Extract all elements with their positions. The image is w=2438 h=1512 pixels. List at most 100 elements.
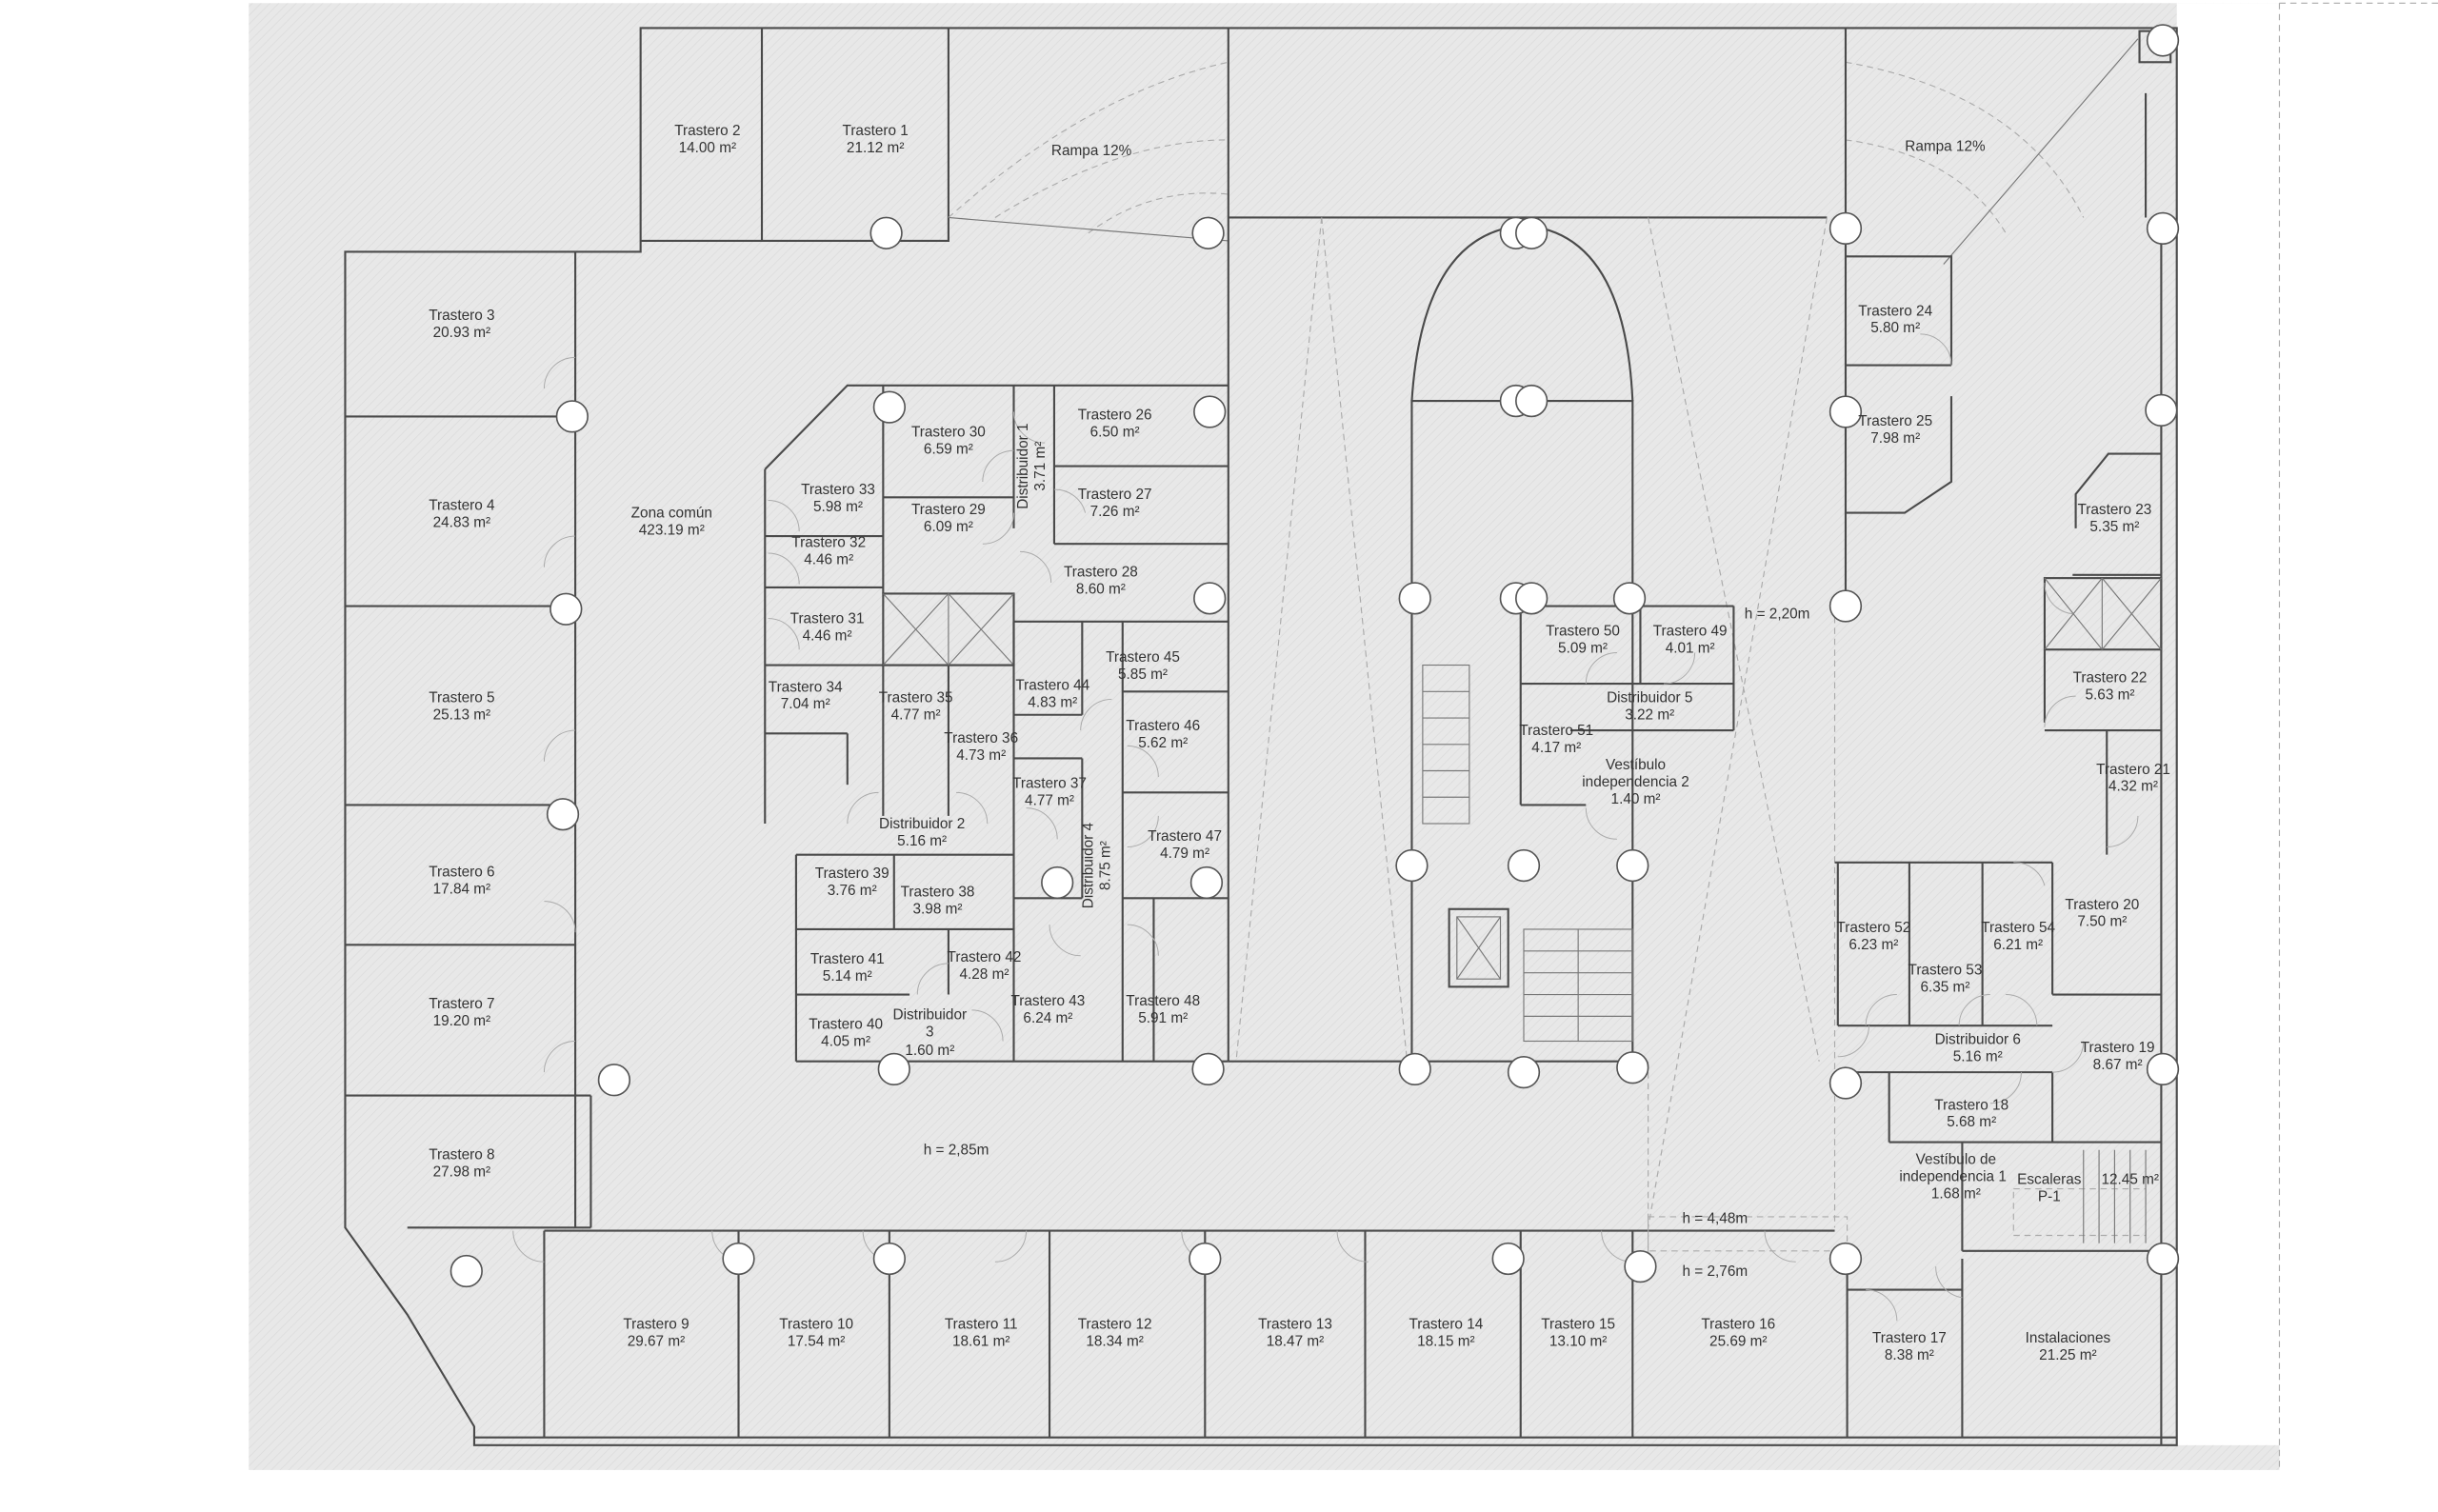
room-name: Trastero 34 <box>769 679 843 695</box>
room-area: 4.73 m² <box>956 747 1006 764</box>
room-label-trastero-50: Trastero 505.09 m² <box>1546 624 1620 657</box>
room-area: 6.50 m² <box>1090 425 1140 441</box>
room-label-trastero-33: Trastero 335.98 m² <box>801 482 875 515</box>
room-name: Trastero 53 <box>1908 962 1983 978</box>
column-icon <box>877 1052 910 1085</box>
room-area: 7.04 m² <box>781 696 830 712</box>
room-name: Trastero 8 <box>429 1147 494 1164</box>
room-area: 1.60 m² <box>905 1043 954 1059</box>
room-name: Trastero 9 <box>623 1316 689 1332</box>
elevator-shaft-right <box>2043 577 2163 651</box>
room-name: Trastero 22 <box>2073 669 2148 686</box>
column-icon <box>2146 1242 2180 1276</box>
room-area: 1.68 m² <box>1931 1185 1981 1202</box>
room-area: 18.34 m² <box>1086 1333 1144 1349</box>
room-label-trastero-17: Trastero 178.38 m² <box>1872 1330 1947 1363</box>
room-area: 4.77 m² <box>891 707 941 724</box>
room-area: 4.28 m² <box>959 966 1009 983</box>
room-label-trastero-5: Trastero 525.13 m² <box>429 690 494 724</box>
room-name: Distribuidor 4 <box>1081 822 1097 908</box>
room-area: 13.10 m² <box>1549 1333 1608 1349</box>
height-upper-label: h = 4,48m <box>1683 1210 1749 1226</box>
room-label-trastero-47: Trastero 474.79 m² <box>1148 828 1222 862</box>
room-name: Trastero 17 <box>1872 1330 1947 1346</box>
height-lower-label: h = 2,76m <box>1683 1263 1749 1280</box>
room-name: Trastero 52 <box>1836 920 1910 936</box>
room-label-trastero-41: Trastero 415.14 m² <box>810 951 885 985</box>
room-area: 4.46 m² <box>804 551 853 567</box>
room-label-trastero-1: Trastero 121.12 m² <box>843 123 909 156</box>
column-icon <box>1189 865 1224 900</box>
room-name: Trastero 54 <box>1981 920 2055 936</box>
room-label-trastero-35: Trastero 354.77 m² <box>879 690 953 724</box>
stair-core <box>1523 928 1633 1043</box>
room-label-trastero-27: Trastero 277.26 m² <box>1078 487 1152 520</box>
room-area: 6.23 m² <box>1848 937 1898 953</box>
room-label-trastero-19: Trastero 198.67 m² <box>2081 1040 2155 1073</box>
room-area: 6.59 m² <box>924 442 973 458</box>
room-area: 25.69 m² <box>1709 1333 1768 1349</box>
height-right-label: h = 2,20m <box>1745 607 1810 623</box>
room-name: Trastero 21 <box>2096 762 2170 778</box>
room-area: 7.26 m² <box>1090 504 1140 520</box>
column-icon <box>872 1242 907 1276</box>
room-name: Trastero 47 <box>1148 828 1222 845</box>
room-area: 6.21 m² <box>1993 937 2043 953</box>
ramp-right-label: Rampa 12% <box>1905 138 1986 154</box>
room-name: Trastero 30 <box>911 425 986 441</box>
room-area: 5.91 m² <box>1138 1010 1188 1026</box>
room-name: Trastero 1 <box>843 123 909 139</box>
room-area: 4.46 m² <box>803 627 852 644</box>
room-area: 5.16 m² <box>1953 1049 2003 1065</box>
room-label-trastero-3: Trastero 320.93 m² <box>429 308 494 341</box>
room-name: Trastero 50 <box>1546 624 1620 640</box>
room-name: Trastero 4 <box>429 497 495 513</box>
room-area: 5.98 m² <box>813 499 863 515</box>
room-name: Trastero 45 <box>1106 649 1180 666</box>
structural-columns <box>450 24 2180 1288</box>
room-name: Distribuidor 2 <box>879 816 965 832</box>
room-label-trastero-44: Trastero 444.83 m² <box>1015 678 1089 711</box>
room-name: Trastero 35 <box>879 690 953 706</box>
room-name: Trastero 37 <box>1012 775 1087 791</box>
room-name: Trastero 11 <box>945 1316 1018 1332</box>
room-area: 4.83 m² <box>1028 695 1077 711</box>
room-area: 4.79 m² <box>1160 846 1209 862</box>
room-area: 3.76 m² <box>828 883 877 899</box>
column-icon <box>1828 1066 1863 1100</box>
room-name: Instalaciones <box>2026 1330 2111 1346</box>
room-area: 17.54 m² <box>788 1333 846 1349</box>
column-icon <box>1828 395 1863 428</box>
room-label-trastero-43: Trastero 436.24 m² <box>1010 993 1085 1026</box>
room-area: 423.19 m² <box>639 522 705 538</box>
room-label-trastero-8: Trastero 827.98 m² <box>429 1147 494 1181</box>
room-area: 8.60 m² <box>1076 581 1126 597</box>
room-label-trastero-51: Trastero 514.17 m² <box>1519 723 1593 756</box>
room-label-trastero-28: Trastero 288.60 m² <box>1064 564 1138 597</box>
column-icon <box>1515 216 1549 249</box>
room-area: 3.98 m² <box>913 902 963 918</box>
room-area: 5.68 m² <box>1947 1114 1996 1130</box>
room-label-trastero-6: Trastero 617.84 m² <box>429 864 494 897</box>
room-area: 8.75 m² <box>1098 841 1114 890</box>
room-area: 12.45 m² <box>2101 1172 2159 1188</box>
column-icon <box>1507 848 1541 883</box>
room-name: Zona común <box>631 505 712 521</box>
column-icon <box>1828 1242 1863 1276</box>
room-name: Distribuidor 5 <box>1607 690 1692 706</box>
column-icon <box>722 1242 755 1276</box>
room-area: 8.67 m² <box>2093 1057 2143 1073</box>
room-area: 1.40 m² <box>1611 791 1661 807</box>
room-area: 5.14 m² <box>823 968 872 985</box>
room-area: 7.98 m² <box>1870 430 1920 447</box>
column-icon <box>1041 865 1074 900</box>
room-name: Distribuidor 6 <box>1935 1032 2021 1048</box>
